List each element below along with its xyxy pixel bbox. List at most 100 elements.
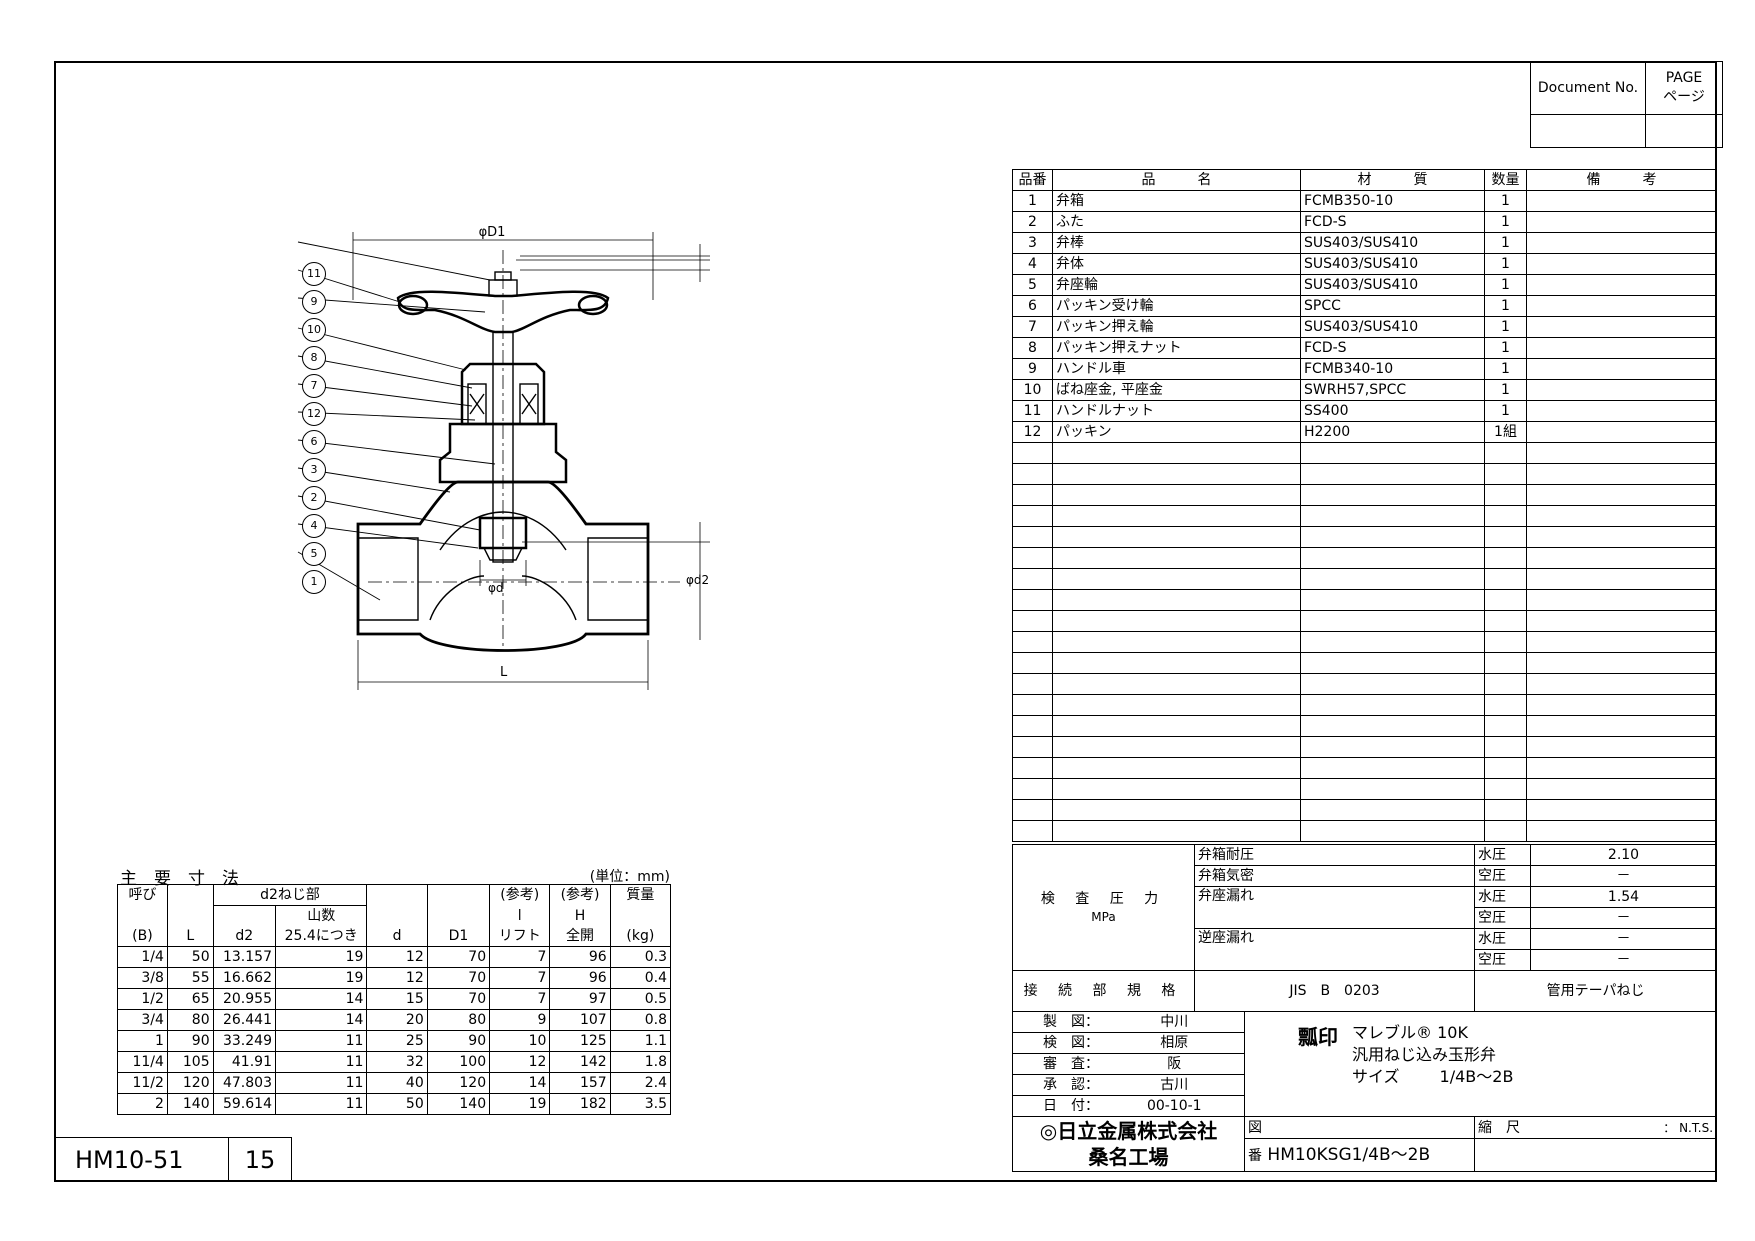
parts-row-empty — [1012, 694, 1717, 716]
col-no: 品番 — [1012, 169, 1053, 191]
part-no: 8 — [1012, 337, 1053, 359]
part-balloon: 6 — [302, 430, 326, 454]
part-remarks — [1526, 190, 1717, 212]
part-remarks — [1526, 316, 1717, 338]
dim-n: 11 — [274, 1072, 368, 1094]
part-balloon: 4 — [302, 514, 326, 538]
dim-H: 182 — [549, 1093, 611, 1115]
dim-d: 12 — [366, 967, 428, 989]
head-lift-sym: l — [489, 905, 551, 926]
part-balloon: 11 — [302, 262, 326, 286]
part-balloon: 12 — [302, 402, 326, 426]
part-name: 弁座輪 — [1052, 274, 1301, 296]
dim-D1: 80 — [426, 1009, 491, 1031]
head-nominal: 呼び — [117, 884, 168, 906]
dim-L: 105 — [166, 1051, 214, 1073]
part-qty: 1 — [1484, 379, 1527, 401]
part-name: ばね座金, 平座金 — [1052, 379, 1301, 401]
approval-name: 00-10-1 — [1104, 1095, 1246, 1117]
company-name: ◎日立金属株式会社 — [1039, 1119, 1218, 1143]
inspection-value: 2.10 — [1530, 844, 1718, 866]
head-mass-mid — [609, 905, 672, 926]
part-balloon: 5 — [302, 542, 326, 566]
inspection-medium: 空圧 — [1474, 865, 1532, 887]
part-name: 弁棒 — [1052, 232, 1301, 254]
dim-kg: 0.3 — [609, 946, 672, 968]
parts-row-empty — [1012, 568, 1717, 590]
dim-l: 7 — [489, 967, 551, 989]
head-L-mid — [166, 905, 214, 926]
dim-b: 1 — [117, 1030, 168, 1052]
parts-row-empty — [1012, 778, 1717, 800]
dim-L: 140 — [166, 1093, 214, 1115]
part-balloon: 1 — [302, 570, 326, 594]
part-qty: 1 — [1484, 358, 1527, 380]
dim-D1: 70 — [426, 967, 491, 989]
inspection-item: 逆座漏れ — [1194, 928, 1476, 971]
dim-d2: 33.249 — [212, 1030, 276, 1052]
dim-D1: 70 — [426, 988, 491, 1010]
drawing-no-label-top: 図 — [1244, 1115, 1305, 1140]
dimensions-unit: (単位：mm) — [589, 869, 670, 885]
parts-row-empty — [1012, 484, 1717, 506]
dim-n: 11 — [274, 1051, 368, 1073]
inspection-value: － — [1530, 865, 1718, 887]
part-no: 1 — [1012, 190, 1053, 212]
page-label: PAGE ページ — [1645, 61, 1723, 115]
inspection-value: － — [1530, 949, 1718, 971]
part-no: 7 — [1012, 316, 1053, 338]
part-name: パッキン受け輪 — [1052, 295, 1301, 317]
dim-H: 96 — [549, 967, 611, 989]
dim-D1: 120 — [426, 1072, 491, 1094]
parts-row-empty — [1012, 820, 1717, 842]
dim-L: 80 — [166, 1009, 214, 1031]
dim-H: 96 — [549, 946, 611, 968]
dim-d: 32 — [366, 1051, 428, 1073]
dim-kg: 1.8 — [609, 1051, 672, 1073]
inspection-unit: MPa — [1091, 909, 1116, 924]
dim-H: 97 — [549, 988, 611, 1010]
connection-standard: JIS B 0203 — [1194, 970, 1476, 1012]
footer-code-box: HM10-51 15 — [54, 1137, 292, 1182]
part-material: SS400 — [1300, 400, 1485, 422]
approval-name: 中川 — [1104, 1011, 1246, 1033]
dim-L: 50 — [166, 946, 214, 968]
dimensions-table: 呼び d2ねじ部 (参考) (参考) 質量 山数 l H (B) L d2 25… — [117, 884, 672, 1115]
part-qty: 1 — [1484, 232, 1527, 254]
inspection-value: － — [1530, 907, 1718, 929]
part-remarks — [1526, 274, 1717, 296]
dim-L: 65 — [166, 988, 214, 1010]
approval-name: 阪 — [1104, 1053, 1246, 1075]
col-qty: 数量 — [1484, 169, 1527, 191]
parts-row-empty — [1012, 526, 1717, 548]
dim-d: 15 — [366, 988, 428, 1010]
head-lift: リフト — [489, 926, 551, 947]
approval-label: 検 図： — [1012, 1032, 1105, 1054]
approval-label: 承 認： — [1012, 1074, 1105, 1096]
part-no: 12 — [1012, 421, 1053, 443]
header-boxes: Document No. PAGE ページ — [1530, 61, 1723, 148]
dim-d2: 59.614 — [212, 1093, 276, 1115]
company-block: ◎日立金属株式会社 桑名工場 — [1011, 1116, 1246, 1172]
part-balloon: 7 — [302, 374, 326, 398]
head-mass-unit: (kg) — [609, 926, 672, 947]
part-material: FCMB350-10 — [1300, 190, 1485, 212]
dim-kg: 3.5 — [609, 1093, 672, 1115]
